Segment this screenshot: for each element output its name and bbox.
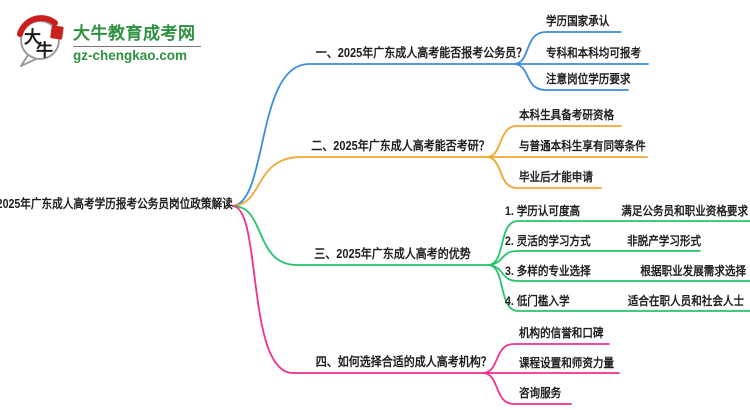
branch-3-row-2: 2. 灵活的学习方式 非脱产学习形式 <box>505 234 701 249</box>
branch-3-desc-3: 根据职业发展需求选择 <box>640 264 746 278</box>
branch-1-lines <box>232 31 649 207</box>
branch-2-item-2: 与普通本科生享有同等条件 <box>519 139 646 153</box>
brand-divider <box>73 46 201 47</box>
branch-3-item-1: 1. 学历认可度高 <box>505 204 581 218</box>
branch-2-item-1: 本科生具备考研资格 <box>519 108 615 122</box>
branch-3-row-4: 4. 低门槛入学 适合在职人员和社会人士 <box>505 294 744 309</box>
site-wordmark: 大牛教育成考网 gz-chengkao.com <box>73 19 201 63</box>
branch-3-item-2: 2. 灵活的学习方式 <box>505 234 591 248</box>
branch-1-title: 一、2025年广东成人高考能否报考公务员？ <box>315 46 528 60</box>
branch-4-lines <box>232 205 620 405</box>
svg-text:牛: 牛 <box>36 40 53 60</box>
branch-3-row-1: 1. 学历认可度高 满足公务员和职业资格要求 <box>505 204 748 219</box>
branch-4-title: 四、如何选择合适的成人高考机构？ <box>315 355 492 369</box>
branch-3-desc-1: 满足公务员和职业资格要求 <box>621 204 748 218</box>
branch-4-item-1: 机构的信誉和口碑 <box>519 326 604 340</box>
branch-2-item-3: 毕业后才能申请 <box>519 170 593 184</box>
bull-speech-bubble-logo-icon: 大 牛 <box>17 15 64 67</box>
svg-text:大: 大 <box>24 27 41 47</box>
branch-4-item-2: 课程设置和师资力量 <box>519 356 615 370</box>
branch-3-item-4: 4. 低门槛入学 <box>505 294 570 308</box>
branch-2-title: 二、2025年广东成人高考能否考研？ <box>311 139 490 153</box>
branch-3-lines <box>232 205 750 312</box>
branch-3-desc-2: 非脱产学习形式 <box>627 234 701 248</box>
branch-1-item-3: 注意岗位学历要求 <box>546 72 631 86</box>
branch-3-title: 三、2025年广东成人高考的优势 <box>314 247 471 261</box>
branch-4-item-3: 咨询服务 <box>519 386 562 400</box>
branch-1-item-1: 学历国家承认 <box>546 14 610 28</box>
central-topic: 2025年广东成人高考学历报考公务员岗位政策解读 <box>0 197 233 211</box>
branch-2-lines <box>232 125 648 207</box>
branch-1-item-2: 专科和本科均可报考 <box>546 46 642 60</box>
site-logo: 大 牛 大牛教育成考网 gz-chengkao.com <box>14 14 201 68</box>
brand-domain: gz-chengkao.com <box>73 48 188 63</box>
branch-3-row-3: 3. 多样的专业选择 根据职业发展需求选择 <box>505 264 746 279</box>
branch-3-item-3: 3. 多样的专业选择 <box>505 264 591 278</box>
branch-3-desc-4: 适合在职人员和社会人士 <box>627 294 744 308</box>
brand-name: 大牛教育成考网 <box>73 24 196 43</box>
